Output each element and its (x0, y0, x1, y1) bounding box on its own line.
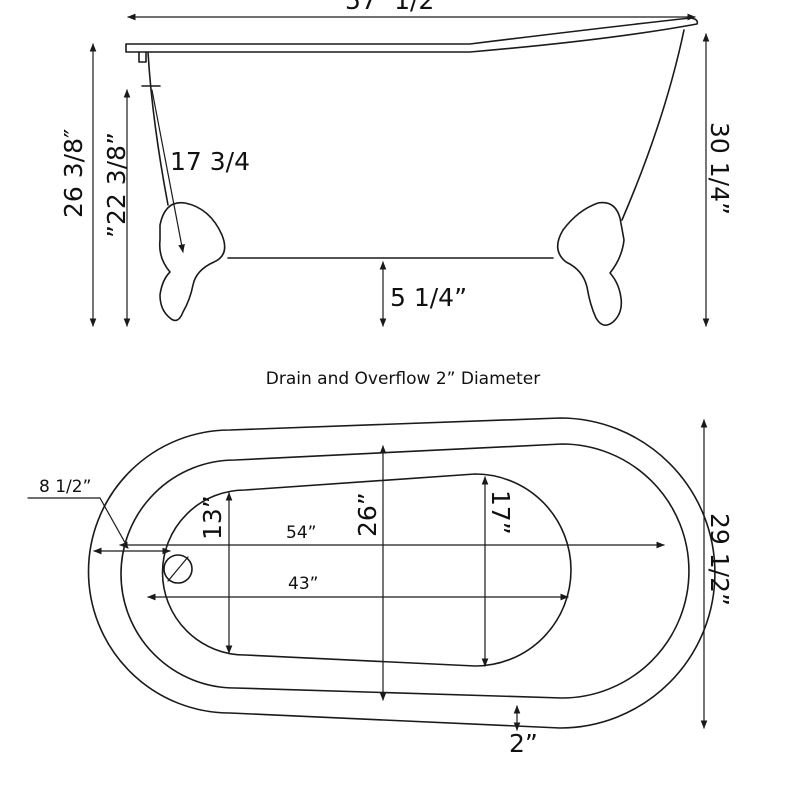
outside-width-label: 29 1/2” (705, 513, 734, 606)
drain-offset-label: 8 1/2” (39, 477, 91, 497)
head-width-label: 13” (198, 495, 227, 540)
tub-basin-floor (161, 473, 572, 667)
tub-rim (125, 17, 699, 53)
clearance-label: 5 1/4” (390, 283, 467, 312)
rim-width-label: 2” (509, 729, 538, 758)
overflow-stub (138, 51, 147, 63)
back-height-label: 30 1/4” (705, 122, 734, 215)
right-claw-foot (556, 201, 625, 326)
total-height-label: 26 3/8″ (59, 129, 88, 218)
tub-outer-rim (87, 417, 716, 729)
drain-circle-stroke (167, 556, 189, 582)
tub-inner-rim (120, 443, 690, 699)
drain-circle (163, 554, 193, 584)
drain-depth-dimension-line (151, 89, 185, 253)
side-view: 57″ 1/2 26 3/8″ ”22 3/8” 17 3/4 5 1/4” 3… (59, 0, 734, 327)
top-view: 8 1/2” 13” 54” 43” 26” 17” 29 1/2” 2” (27, 417, 734, 758)
interior-width-label: 26” (353, 492, 382, 537)
foot-width-label: 17” (486, 490, 515, 535)
bottom-length-label: 43” (288, 574, 318, 594)
drain-overflow-caption: Drain and Overflow 2” Diameter (266, 369, 540, 389)
drain-offset-leader-slant (99, 497, 129, 549)
drain-depth-label: 17 3/4 (170, 147, 250, 176)
overall-length-label: 57″ 1/2 (345, 0, 434, 15)
left-claw-foot (158, 201, 226, 322)
rim-height-label: ”22 3/8” (102, 132, 131, 238)
tub-body-outline-back (621, 29, 685, 221)
tub-body-outline-head (147, 51, 169, 206)
interior-length-label: 54” (286, 523, 316, 543)
